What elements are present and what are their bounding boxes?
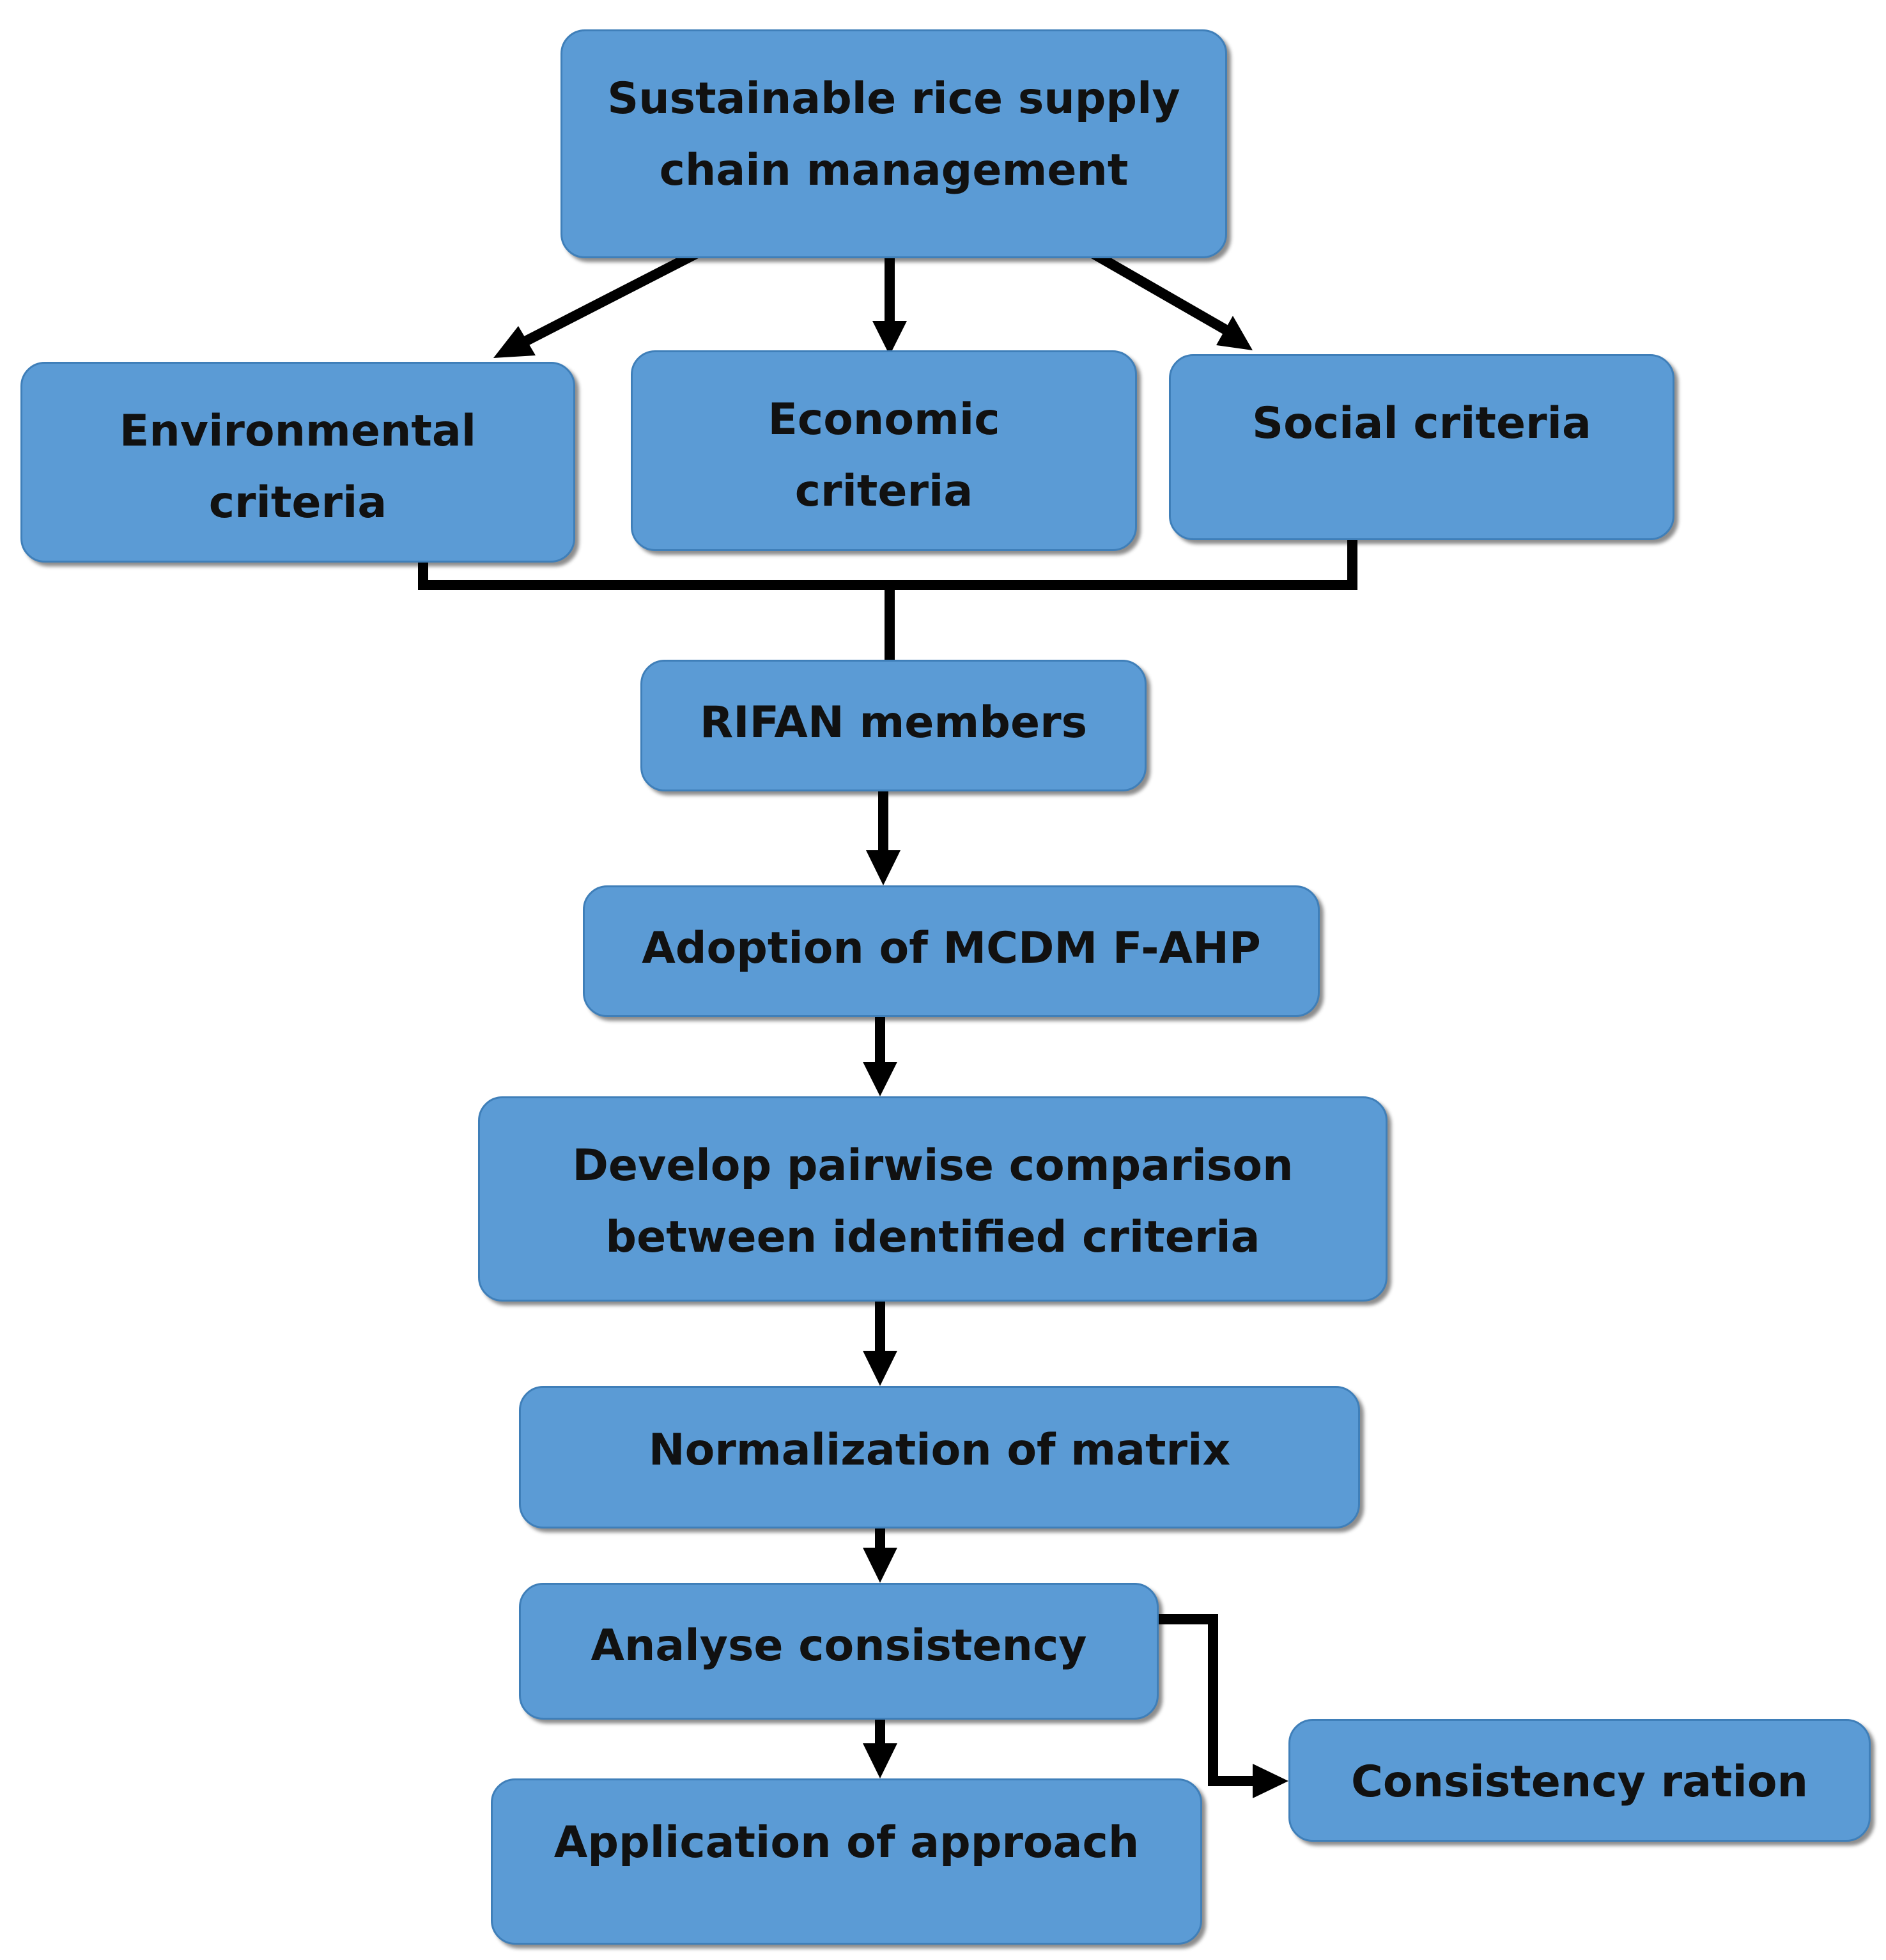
arrow-root-to-environmental: [516, 237, 722, 350]
node-economic-criteria: Economic criteria: [631, 350, 1137, 551]
node-text-line: Economic: [768, 394, 1000, 445]
arrowhead-normalization: [863, 1351, 897, 1386]
arrowhead-application: [863, 1743, 897, 1778]
node-text-line: Environmental: [119, 406, 477, 456]
node-text-line: Develop pairwise comparison: [572, 1140, 1294, 1191]
arrowhead-analyse: [863, 1548, 897, 1583]
node-text-line: Adoption of MCDM F-AHP: [642, 923, 1261, 974]
node-sustainable-supply-chain: Sustainable rice supply chain management: [560, 29, 1227, 258]
node-text-line: criteria: [794, 466, 973, 517]
node-analyse-consistency: Analyse consistency: [519, 1583, 1159, 1720]
node-text-line: Normalization of matrix: [648, 1425, 1231, 1475]
arrowhead-mcdm: [866, 850, 900, 885]
node-normalization: Normalization of matrix: [519, 1386, 1360, 1528]
node-text-line: chain management: [659, 145, 1129, 196]
node-rifan-members: RIFAN members: [640, 660, 1147, 791]
arrowhead-ratio: [1253, 1764, 1288, 1798]
node-consistency-ration: Consistency ration: [1288, 1719, 1871, 1842]
node-application-of-approach: Application of approach: [491, 1778, 1202, 1945]
node-pairwise-comparison: Develop pairwise comparison between iden…: [478, 1096, 1387, 1302]
node-text-line: Social criteria: [1252, 398, 1591, 449]
arrowhead-environmental: [493, 326, 536, 358]
node-text-line: between identified criteria: [605, 1212, 1260, 1263]
node-text-line: Analyse consistency: [591, 1621, 1087, 1671]
node-social-criteria: Social criteria: [1169, 354, 1674, 540]
arrowhead-social: [1216, 316, 1253, 350]
arrow-analyse-to-ratio: [1154, 1614, 1262, 1786]
node-text-line: Sustainable rice supply: [607, 74, 1180, 124]
node-environmental-criteria: Environmental criteria: [20, 362, 575, 563]
node-text-line: RIFAN members: [699, 697, 1088, 748]
node-text-line: Consistency ration: [1351, 1757, 1808, 1807]
node-text-line: criteria: [208, 478, 387, 528]
node-adoption-mcdm: Adoption of MCDM F-AHP: [583, 885, 1320, 1017]
node-text-line: Application of approach: [553, 1817, 1140, 1868]
arrowhead-pairwise: [863, 1062, 897, 1096]
